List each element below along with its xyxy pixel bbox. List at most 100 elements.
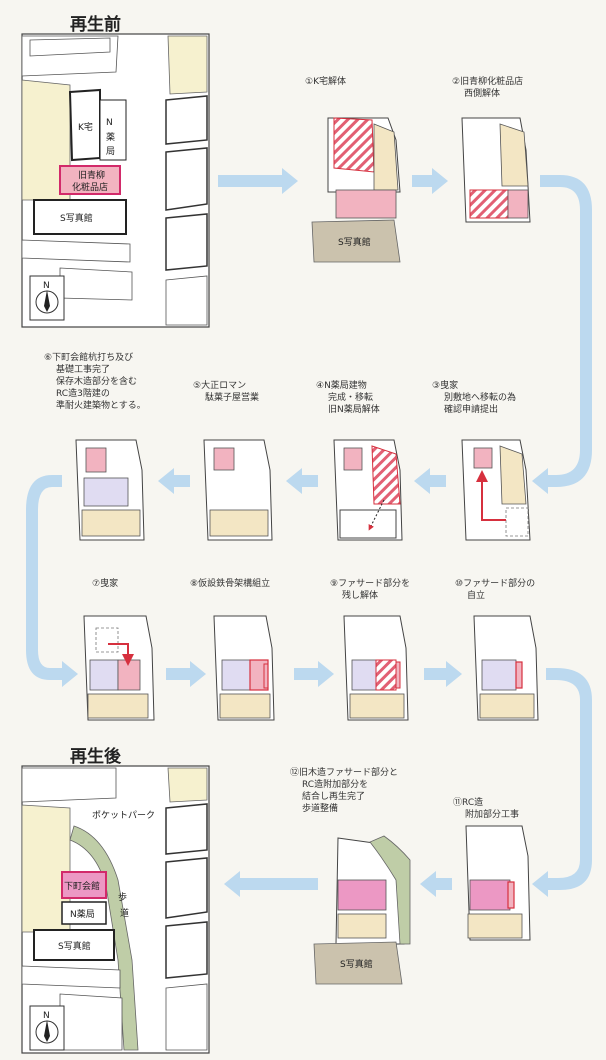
before-map-building bbox=[59, 267, 133, 301]
step-number: ⑫ bbox=[290, 768, 300, 778]
step-1-caption: ①K宅解体 bbox=[305, 76, 346, 88]
after-map-walkway bbox=[69, 825, 139, 1051]
step-text: 西側解体 bbox=[464, 89, 501, 99]
step-number: ⑨ bbox=[330, 579, 339, 589]
before-label-cosmetics-2: 化粧品店 bbox=[72, 181, 108, 193]
cosmetics-block bbox=[335, 189, 397, 219]
step-text: 曳家 bbox=[100, 579, 119, 589]
before-map-yellow-block bbox=[167, 35, 208, 95]
before-map-n-pharmacy bbox=[99, 99, 127, 161]
after-map-n-pharmacy bbox=[61, 901, 107, 925]
after-compass-needle-icon bbox=[44, 1020, 50, 1042]
flow-arrow bbox=[166, 661, 206, 687]
step-6-caption: ⑥下町会館杭打ち及び 基礎工事完了 保存木造部分を含む RC造3階建の 準耐火建… bbox=[44, 352, 146, 412]
step-10-diagram bbox=[473, 615, 539, 721]
step-text: 下町会館杭打ち及び bbox=[52, 353, 134, 363]
move-arrow-icon bbox=[368, 499, 385, 531]
step-7-caption: ⑦曳家 bbox=[92, 578, 118, 590]
step-text: ファサード部分を bbox=[338, 579, 411, 589]
flow-arrow bbox=[412, 168, 448, 194]
step-number: ⑤ bbox=[193, 381, 202, 391]
before-map-building bbox=[165, 147, 208, 211]
n-pharmacy-block bbox=[373, 123, 399, 191]
foundation-block bbox=[221, 659, 251, 691]
house-block bbox=[117, 659, 141, 691]
step-9-diagram bbox=[343, 615, 409, 721]
step-text: 保存木造部分を含む bbox=[56, 377, 138, 387]
step-text: RC造 bbox=[462, 798, 484, 808]
before-label-k-house: K宅 bbox=[78, 121, 93, 133]
before-label-n-pharmacy-2: 薬 bbox=[106, 131, 115, 143]
flow-arrow bbox=[218, 168, 298, 194]
flow-arrow bbox=[26, 475, 78, 687]
after-map-s-photo bbox=[33, 929, 115, 961]
step-11-caption: ⑪RC造 附加部分工事 bbox=[453, 797, 519, 821]
before-map-cosmetics bbox=[59, 165, 121, 195]
after-map-building bbox=[165, 803, 208, 855]
step-5-caption: ⑤大正ロマン 駄菓子屋営業 bbox=[193, 380, 259, 404]
flow-arrow bbox=[532, 668, 592, 897]
n-pharmacy-block bbox=[209, 509, 269, 537]
demolish-area bbox=[375, 659, 397, 691]
foundation-block bbox=[481, 659, 517, 691]
flow-arrow bbox=[414, 468, 446, 494]
old-position bbox=[505, 507, 529, 537]
step-1-diagram: S写真館 bbox=[311, 117, 401, 263]
step-number: ⑪ bbox=[453, 798, 463, 808]
rc-addition-block bbox=[469, 879, 511, 911]
step-number: ⑥ bbox=[44, 353, 53, 363]
step-text: 完成・移転 bbox=[328, 393, 374, 403]
before-map-building bbox=[29, 37, 111, 57]
n-pharmacy-block bbox=[479, 693, 535, 719]
step-text: 曳家 bbox=[440, 381, 459, 391]
before-map-building bbox=[165, 275, 208, 326]
step-12-diagram: S写真館 bbox=[313, 835, 411, 985]
step-text: 歩道整備 bbox=[302, 804, 339, 814]
after-north-label: N bbox=[43, 1011, 50, 1021]
before-title: 再生前 bbox=[70, 15, 121, 35]
step-text: 旧青柳化粧品店 bbox=[460, 77, 524, 87]
before-map-building bbox=[165, 213, 208, 271]
step-5-diagram bbox=[203, 439, 273, 541]
foundation-block bbox=[351, 659, 377, 691]
before-map-building bbox=[21, 239, 131, 263]
after-label-n-pharmacy: N薬局 bbox=[70, 908, 95, 920]
step-number: ③ bbox=[432, 381, 441, 391]
n-pharmacy-block bbox=[87, 693, 149, 719]
before-map-building bbox=[21, 35, 119, 77]
step-text: 確認申請提出 bbox=[444, 405, 499, 415]
before-map: K宅 N 薬 局 旧青柳 化粧品店 S写真館 N bbox=[21, 33, 210, 328]
step-text: 自立 bbox=[467, 591, 486, 601]
steel-frame bbox=[263, 663, 269, 689]
step-text: ファサード部分の bbox=[463, 579, 536, 589]
house-block bbox=[85, 447, 107, 473]
after-label-shitamachi: 下町会館 bbox=[64, 880, 100, 892]
after-label-pocket-park: ポケットパーク bbox=[92, 810, 155, 821]
n-pharmacy-block bbox=[499, 123, 529, 187]
step-text: 結合し再生完了 bbox=[302, 792, 366, 802]
cosmetics-remaining bbox=[507, 189, 529, 219]
s-photo-block bbox=[311, 219, 401, 263]
step-3-caption: ③曳家 別敷地へ移転の為 確認申請提出 bbox=[432, 380, 516, 416]
s-photo-block bbox=[313, 941, 403, 985]
step-11-diagram bbox=[465, 825, 531, 941]
step-text: 仮設鉄骨架構組立 bbox=[198, 579, 271, 589]
n-pharmacy-block bbox=[219, 693, 271, 719]
demolish-area bbox=[371, 445, 401, 505]
n-pharmacy-block bbox=[81, 509, 141, 537]
shitamachi-hall-block bbox=[337, 879, 387, 911]
after-label-walkway-2: 道 bbox=[120, 907, 129, 919]
before-label-cosmetics-1: 旧青柳 bbox=[78, 169, 105, 181]
before-label-n-pharmacy-1: N bbox=[106, 118, 113, 128]
after-map-building bbox=[165, 857, 208, 919]
old-position bbox=[95, 627, 119, 653]
n-pharmacy-block bbox=[337, 913, 387, 939]
step-text: RC造3階建の bbox=[56, 389, 110, 399]
facade-part bbox=[515, 661, 523, 689]
facade-part bbox=[395, 661, 401, 689]
step-10-caption: ⑩ファサード部分の 自立 bbox=[455, 578, 535, 602]
before-compass-needle-icon bbox=[44, 290, 50, 312]
walkway bbox=[369, 835, 411, 945]
moved-house bbox=[473, 447, 493, 469]
